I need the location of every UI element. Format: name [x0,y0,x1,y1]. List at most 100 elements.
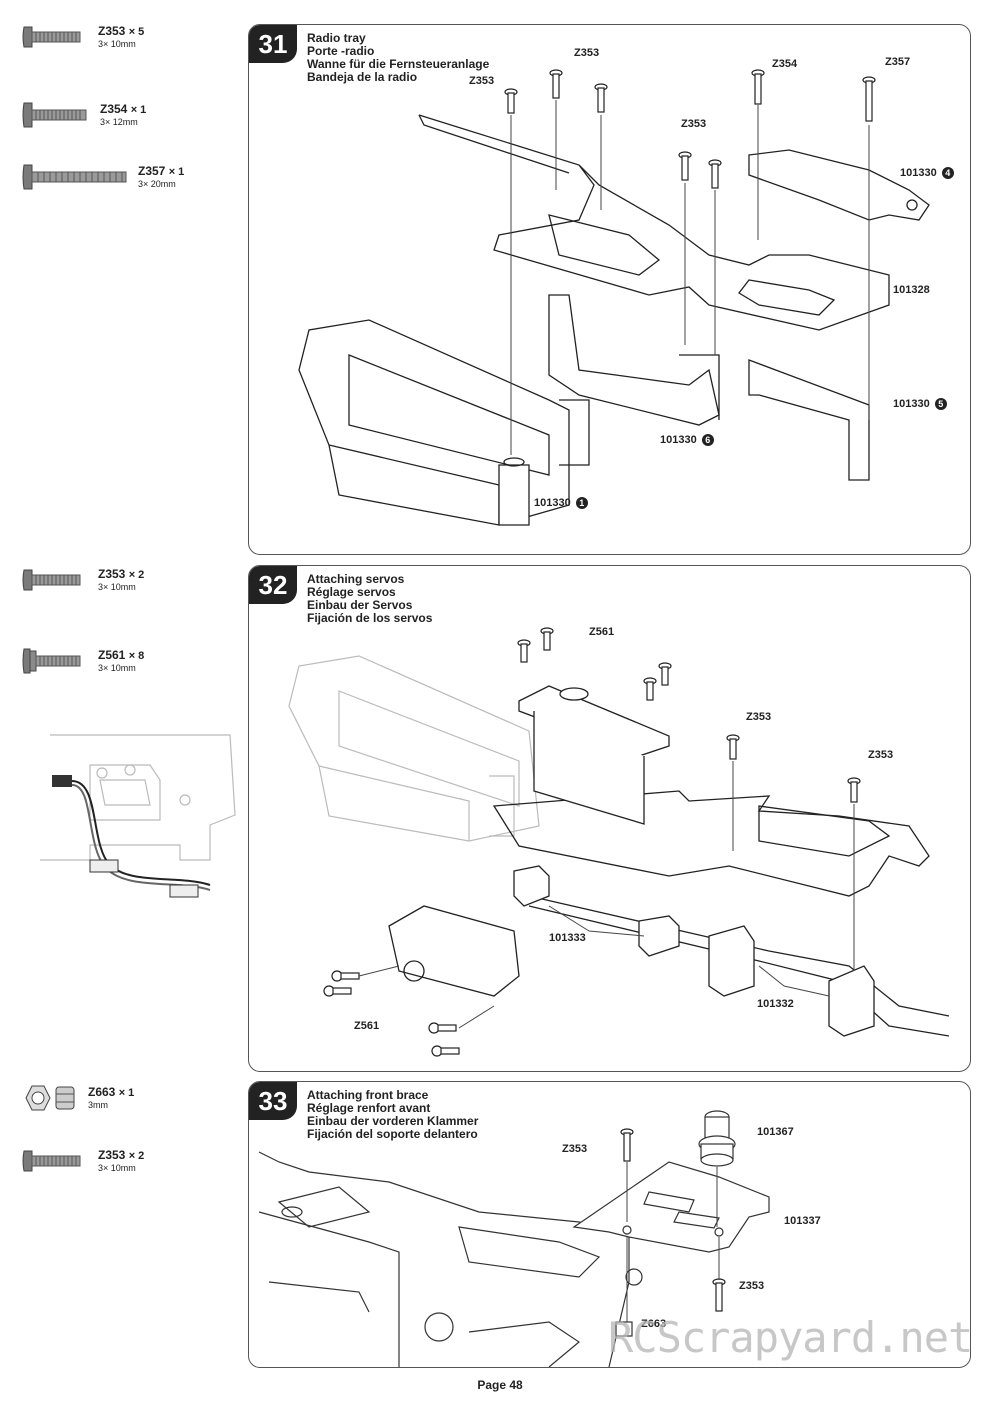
badge-number: 6 [701,434,714,447]
watermark: RCScrapyard.net [608,1313,973,1362]
label-101332: 101332 [757,998,794,1010]
title-es: Fijación de los servos [307,611,433,625]
screw-icon [504,88,518,114]
screw-z353-icon [22,1150,81,1172]
step-number: 32 [249,566,297,604]
badge-number: 4 [941,167,954,180]
step-33-panel: 33 Attaching front brace Réglage renfort… [248,1081,971,1368]
title-de: Einbau der Servos [307,598,413,612]
mount-101333 [638,915,680,957]
servo-mount-icon [89,859,119,873]
label-z357: Z357 [885,56,911,68]
mount-101332 [708,925,755,997]
chassis-plate [492,790,930,897]
step-titles: Attaching front brace Réglage renfort av… [307,1089,478,1141]
screw-icon [847,777,861,803]
page-number: Page 48 [477,1378,523,1392]
part-code: Z354 [100,101,128,116]
part-size: 3× 20mm [138,178,176,189]
step-31-panel: 31 Radio tray Porte -radio Wanne für die… [248,24,971,555]
screw-icon [658,662,672,686]
part-z353-step33: Z353 × 2 3× 10mm [22,1148,144,1174]
label-101367: 101367 [757,1126,794,1138]
servo-top [518,685,670,757]
part-size: 3× 10mm [98,1162,136,1173]
part-size: 3× 10mm [98,38,136,49]
part-size: 3× 12mm [100,116,138,127]
label-z353: Z353 [562,1143,588,1155]
label-101328: 101328 [893,284,930,296]
screw-icon [620,1128,634,1162]
title-en: Radio tray [307,31,366,45]
screw-icon [517,639,531,663]
part-z561-step32: Z561 × 8 3× 10mm [22,646,144,676]
title-de: Einbau der vorderen Klammer [307,1114,479,1128]
screw-icon [726,734,740,760]
label-z353: Z353 [868,749,894,761]
label-101337: 101337 [784,1215,821,1227]
title-es: Fijación del soporte delantero [307,1127,478,1141]
screw-z561-icon [22,648,81,674]
label-z353: Z353 [681,118,707,130]
connector-icon [52,775,72,787]
part-count: × 8 [128,649,145,662]
radio-tray-diagram [298,69,930,526]
screw-z357-icon [22,164,127,190]
screw-icon [712,1278,726,1312]
label-z663: Z663 [641,1318,667,1330]
screw-z354-icon [22,102,87,128]
screw-icon [643,677,657,701]
servo-mount-icon [169,884,199,898]
screw-icon [594,83,608,113]
part-count: × 1 [168,165,185,178]
screw-icon [428,1022,457,1034]
post-101330-5 [748,359,870,481]
step-number: 31 [249,25,297,63]
title-fr: Réglage renfort avant [307,1101,431,1115]
badge-number: 1 [575,497,588,510]
title-en: Attaching servos [307,572,405,586]
step-titles: Radio tray Porte -radio Wanne für die Fe… [307,32,489,84]
part-z354-step31: Z354 × 1 3× 12mm [22,100,146,130]
screw-icon [862,76,876,122]
part-size: 3mm [88,1099,108,1110]
part-code: Z357 [138,163,166,178]
nut-z663 [615,1321,633,1337]
screw-icon [540,627,554,651]
step-titles: Attaching servos Réglage servos Einbau d… [307,573,432,625]
part-code: Z353 [98,1147,126,1162]
badge-number: 5 [934,398,947,411]
screw-icon [323,985,352,997]
mount-101332 [828,965,875,1037]
mount-101333 [513,865,550,907]
part-count: × 2 [128,1149,145,1162]
step-number: 33 [249,1082,297,1120]
part-size: 3× 10mm [98,662,136,673]
title-fr: Porte -radio [307,44,375,58]
brace-101337 [572,1161,770,1253]
screw-z353-icon [22,569,81,591]
servo-install-diagram [288,627,950,1057]
part-size: 3× 10mm [98,581,136,592]
part-code: Z561 [98,647,126,662]
label-z561: Z561 [354,1020,380,1032]
screw-icon [331,970,360,982]
label-z353: Z353 [574,47,600,59]
part-count: × 1 [118,1086,135,1099]
part-z357-step31: Z357 × 1 3× 20mm [22,162,184,192]
title-de: Wanne für die Fernsteueranlage [307,57,490,71]
title-en: Attaching front brace [307,1088,429,1102]
part-code: Z353 [98,566,126,581]
part-count: × 2 [128,568,145,581]
screw-icon [549,69,563,99]
label-z561: Z561 [589,626,615,638]
part-count: × 1 [130,103,147,116]
brace-101330-4 [748,149,930,221]
front-brace-diagram [258,1110,770,1367]
label-z353: Z353 [469,75,495,87]
title-fr: Réglage servos [307,585,396,599]
